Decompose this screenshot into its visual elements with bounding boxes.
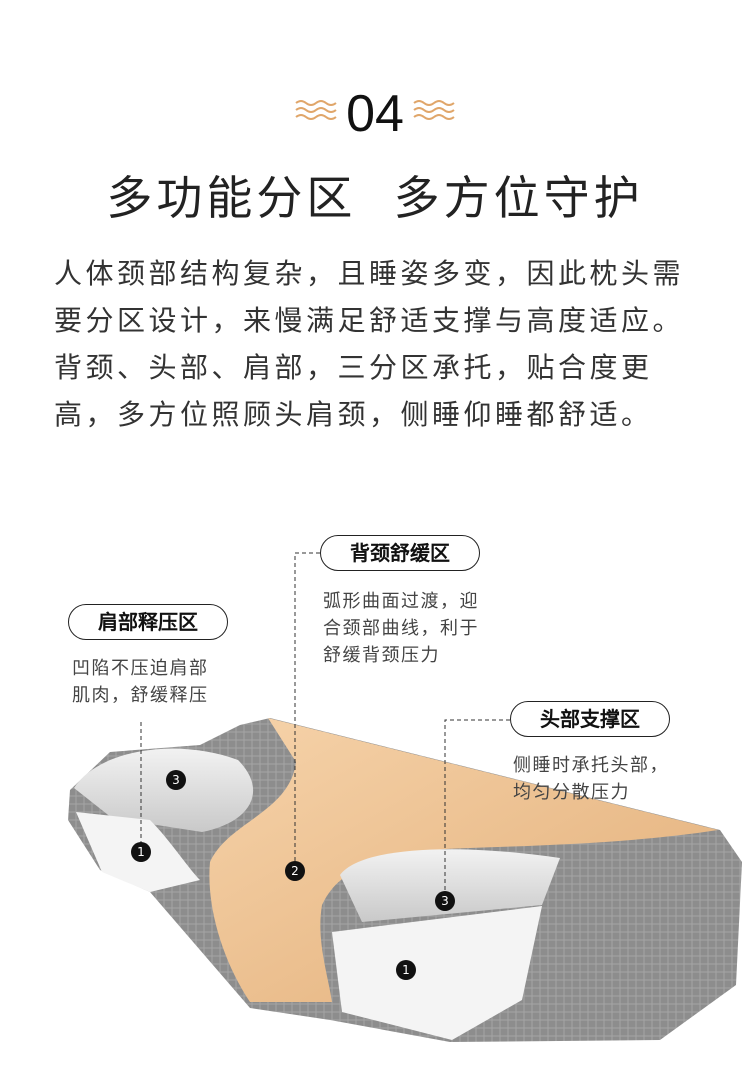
desc-line: 弧形曲面过渡，迎 [323, 591, 479, 612]
svg-text:1: 1 [402, 963, 410, 977]
desc-line: 侧睡时承托头部， [513, 755, 669, 776]
desc-line: 凹陷不压迫肩部 [72, 658, 209, 679]
svg-text:3: 3 [172, 773, 180, 787]
zone-desc-head: 侧睡时承托头部， 均匀分散压力 [513, 752, 669, 806]
svg-text:3: 3 [441, 894, 449, 908]
intro-line: 高，多方位照顾头肩颈，侧睡仰睡都舒适。 [54, 398, 653, 431]
marker-3 [166, 770, 186, 790]
neck-zone [209, 718, 718, 1002]
intro-line: 人体颈部结构复杂，且睡姿多变，因此枕头需 [54, 257, 685, 290]
intro-line: 要分区设计，来慢满足舒适支撑与高度适应。 [54, 304, 685, 337]
shoulder-pad-top [74, 748, 254, 832]
zone-desc-shoulder: 凹陷不压迫肩部 肌肉，舒缓释压 [72, 655, 209, 709]
leader-line-neck [294, 552, 320, 868]
leader-line-head [444, 719, 510, 898]
svg-text:2: 2 [291, 864, 299, 878]
desc-line: 肌肉，舒缓释压 [72, 685, 209, 706]
intro-line: 背颈、头部、肩部，三分区承托，贴合度更 [54, 351, 653, 384]
marker-3 [435, 891, 455, 911]
svg-text:1: 1 [137, 845, 145, 859]
desc-line: 合颈部曲线，利于 [323, 618, 479, 639]
wave-decoration-left-icon [295, 100, 337, 120]
wave-decoration-right-icon [413, 100, 455, 120]
section-number: 04 [346, 85, 404, 143]
zone-desc-neck: 弧形曲面过渡，迎 合颈部曲线，利于 舒缓背颈压力 [323, 588, 479, 669]
desc-line: 均匀分散压力 [513, 782, 630, 803]
page-title: 多功能分区 多方位守护 [106, 171, 644, 225]
zone-label-shoulder: 肩部释压区 [68, 604, 228, 640]
zone-label-head: 头部支撑区 [510, 701, 670, 737]
intro-text: 人体颈部结构复杂，且睡姿多变，因此枕头需 要分区设计，来慢满足舒适支撑与高度适应… [54, 250, 704, 438]
marker-2 [285, 861, 305, 881]
zone-label-neck: 背颈舒缓区 [320, 535, 480, 571]
head-block-front [332, 906, 542, 1040]
desc-line: 舒缓背颈压力 [323, 645, 440, 666]
head-pad-top [340, 849, 560, 922]
marker-1 [396, 960, 416, 980]
marker-1 [131, 842, 151, 862]
